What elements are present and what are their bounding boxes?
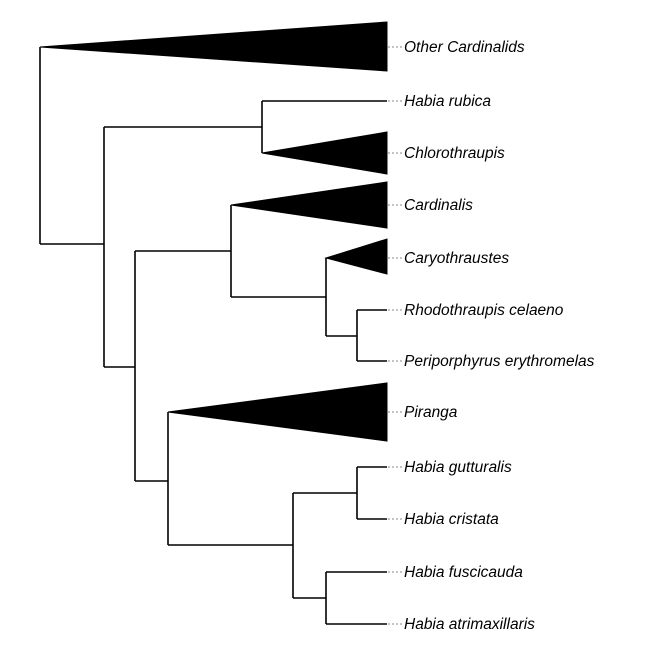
tip-label-chlorothraupis: Chlorothraupis [404, 145, 505, 162]
tip-label-habia-atrimaxillaris: Habia atrimaxillaris [404, 616, 535, 633]
clade-triangle-piranga [167, 382, 388, 442]
tip-label-habia-cristata: Habia cristata [404, 511, 499, 528]
clade-triangle-chlorothraupis [261, 131, 388, 175]
clade-triangle-cardinalis [230, 181, 388, 229]
label-leaders [388, 46, 402, 625]
tip-label-rhodothraupis-celaeno: Rhodothraupis celaeno [404, 302, 564, 319]
tip-label-habia-rubica: Habia rubica [404, 93, 491, 110]
tip-label-piranga: Piranga [404, 404, 458, 421]
tip-label-other-cardinalids: Other Cardinalids [404, 39, 525, 56]
tree-branches [39, 47, 387, 625]
tip-labels: Other Cardinalids Habia rubica Chlorothr… [404, 39, 595, 633]
tip-label-habia-gutturalis: Habia gutturalis [404, 459, 512, 476]
tip-label-periporphyrus-erythromelas: Periporphyrus erythromelas [404, 353, 595, 370]
tip-label-caryothraustes: Caryothraustes [404, 250, 509, 267]
tip-label-cardinalis: Cardinalis [404, 197, 473, 214]
clade-triangle-caryothraustes [324, 238, 388, 275]
tip-label-habia-fuscicauda: Habia fuscicauda [404, 564, 523, 581]
clade-triangle-other-cardinalids [39, 21, 388, 72]
